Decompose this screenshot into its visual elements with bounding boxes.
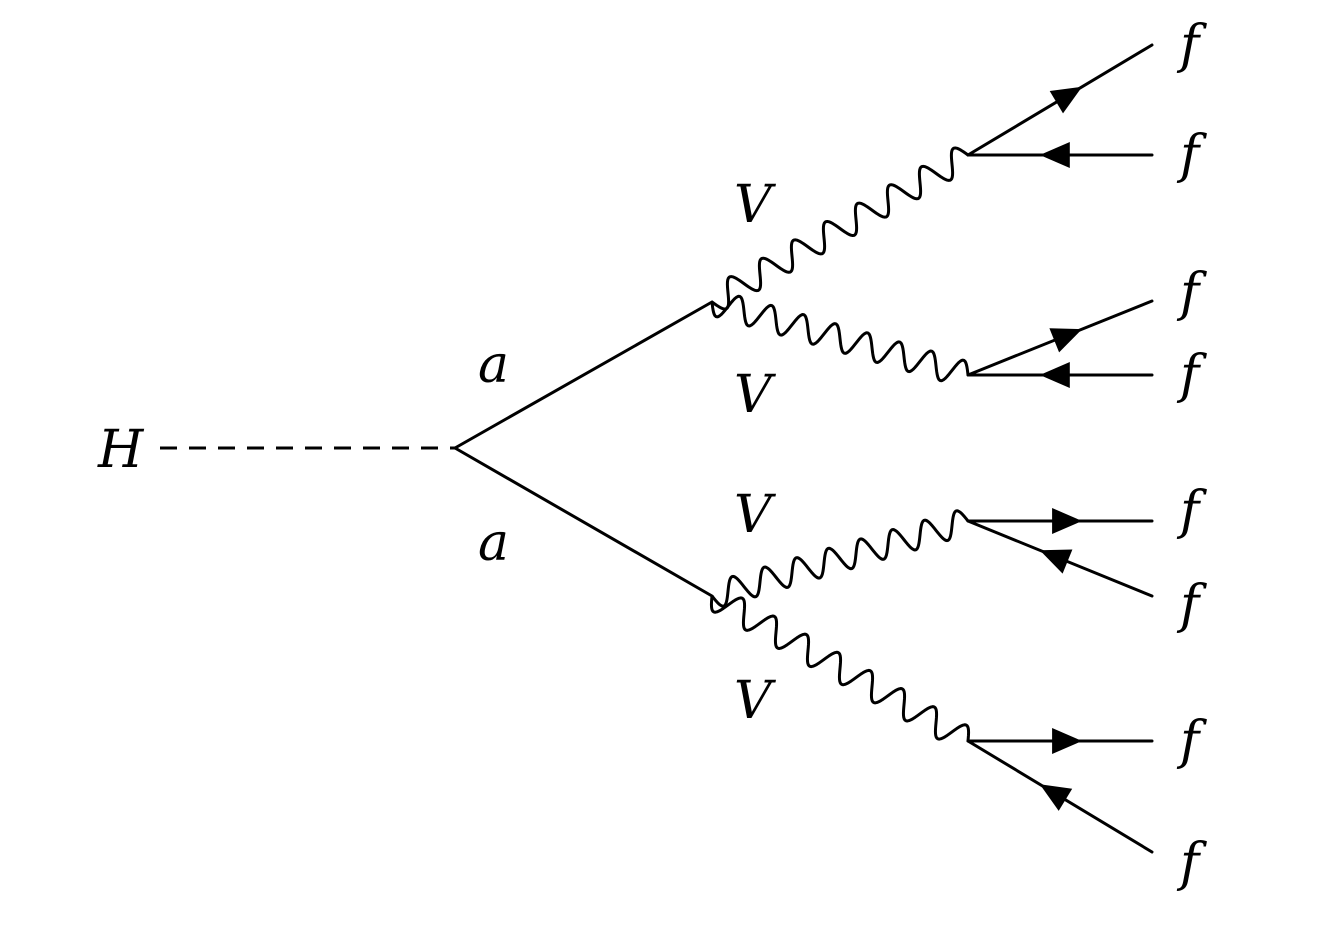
label-boson-3: V (734, 485, 776, 545)
arrow-left-icon (1039, 362, 1070, 388)
label-fermion-8: f (1176, 833, 1207, 893)
label-fermion-3: f (1176, 263, 1207, 323)
label-fermion-2: f (1176, 125, 1207, 185)
label-boson-4: V (734, 671, 776, 731)
label-boson-1: V (734, 175, 776, 235)
arrow-right-icon (1049, 86, 1083, 114)
pseudoscalar-line-bottom (453, 446, 714, 598)
arrow-right-icon (1049, 328, 1083, 353)
arrow-right-icon (1052, 728, 1083, 754)
boson-line-2 (710, 294, 970, 383)
boson-line-3 (710, 509, 970, 608)
boson-line-4 (709, 595, 971, 742)
boson-line-1 (711, 146, 969, 311)
pseudoscalar-line-top (453, 300, 714, 450)
label-boson-2: V (734, 365, 776, 425)
label-fermion-4: f (1176, 345, 1207, 405)
label-fermion-1: f (1176, 15, 1207, 75)
arrow-left-icon (1039, 549, 1073, 574)
label-pseudoscalar-top: a (478, 335, 509, 395)
label-fermion-6: f (1176, 575, 1207, 635)
label-pseudoscalar-bottom: a (478, 513, 509, 573)
label-fermion-5: f (1176, 481, 1207, 541)
arrow-right-icon (1052, 508, 1083, 534)
label-higgs: H (97, 420, 145, 480)
arrow-left-icon (1039, 142, 1070, 168)
arrow-left-icon (1039, 784, 1073, 811)
label-fermion-7: f (1176, 711, 1207, 771)
